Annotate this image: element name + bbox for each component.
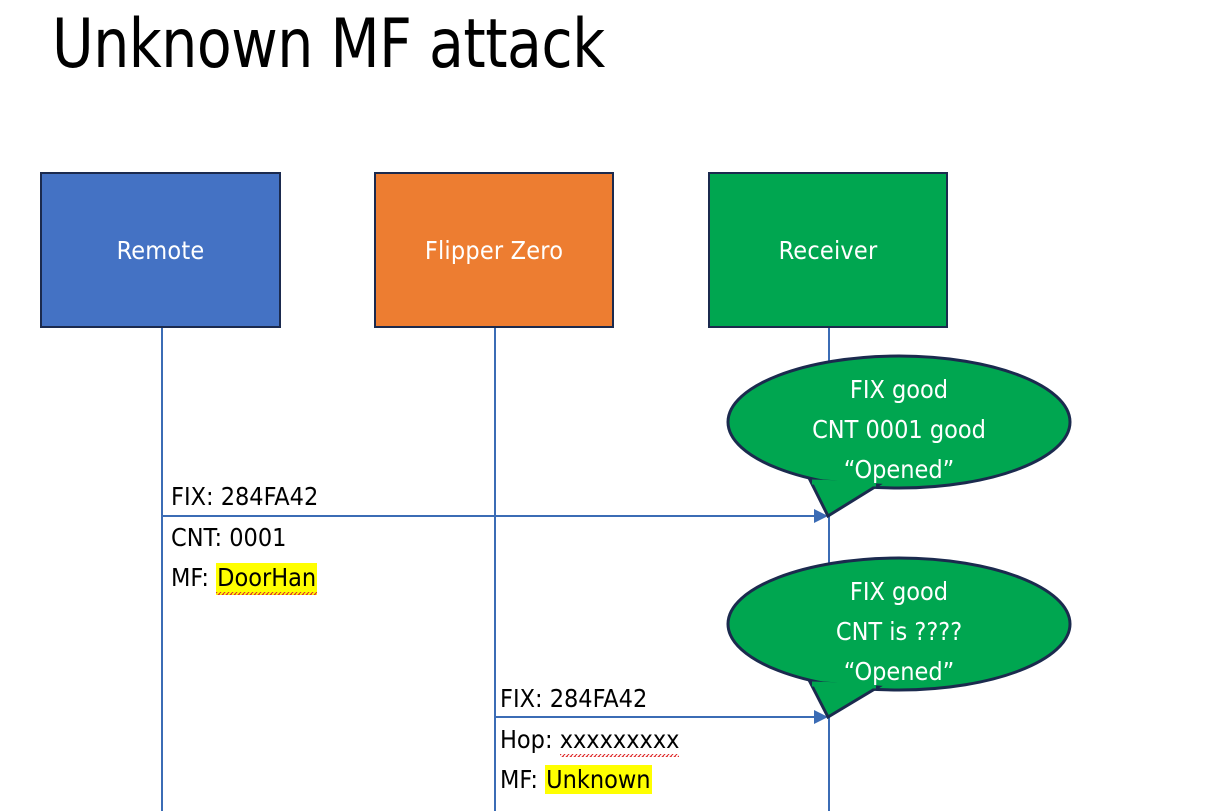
message-1-label-below: CNT: 0001 MF: DoorHan bbox=[171, 518, 318, 598]
message-1-mf-line: MF: DoorHan bbox=[171, 558, 318, 598]
actor-box-remote[interactable]: Remote bbox=[40, 172, 281, 328]
message-1-cnt-line: CNT: 0001 bbox=[171, 523, 287, 552]
message-2-hop-value: xxxxxxxxx bbox=[559, 725, 680, 757]
message-arrowhead-2 bbox=[814, 710, 828, 724]
actor-label-remote: Remote bbox=[116, 235, 205, 265]
message-arrow-line-1 bbox=[161, 515, 821, 517]
actor-label-flipper: Flipper Zero bbox=[424, 235, 564, 265]
message-arrow-line-2 bbox=[494, 716, 821, 718]
lifeline-remote bbox=[161, 328, 163, 811]
callout-balloon-2[interactable]: FIX good CNT is ???? “Opened” bbox=[726, 556, 1072, 726]
message-arrowhead-1 bbox=[814, 509, 828, 523]
actor-box-flipper[interactable]: Flipper Zero bbox=[374, 172, 614, 328]
callout-ellipse-2 bbox=[726, 556, 1072, 692]
actor-label-receiver: Receiver bbox=[778, 235, 878, 265]
message-2-mf-line: MF: Unknown bbox=[500, 760, 679, 800]
message-2-hop-line: Hop: xxxxxxxxx bbox=[500, 720, 680, 760]
message-2-label-below: Hop: xxxxxxxxx MF: Unknown bbox=[500, 720, 680, 800]
message-2-mf-prefix: MF: bbox=[500, 765, 546, 794]
message-1-label-above: FIX: 284FA42 bbox=[171, 482, 319, 511]
message-2-mf-value: Unknown bbox=[545, 765, 652, 794]
message-1-mf-value: DoorHan bbox=[216, 563, 318, 595]
message-2-label-above: FIX: 284FA42 bbox=[500, 684, 648, 713]
message-1-mf-prefix: MF: bbox=[171, 563, 217, 592]
callout-balloon-1[interactable]: FIX good CNT 0001 good “Opened” bbox=[726, 354, 1072, 524]
lifeline-flipper bbox=[494, 328, 496, 811]
callout-ellipse-1 bbox=[726, 354, 1072, 490]
message-2-hop-prefix: Hop: bbox=[500, 725, 560, 754]
page-title: Unknown MF attack bbox=[52, 5, 605, 84]
actor-box-receiver[interactable]: Receiver bbox=[708, 172, 948, 328]
